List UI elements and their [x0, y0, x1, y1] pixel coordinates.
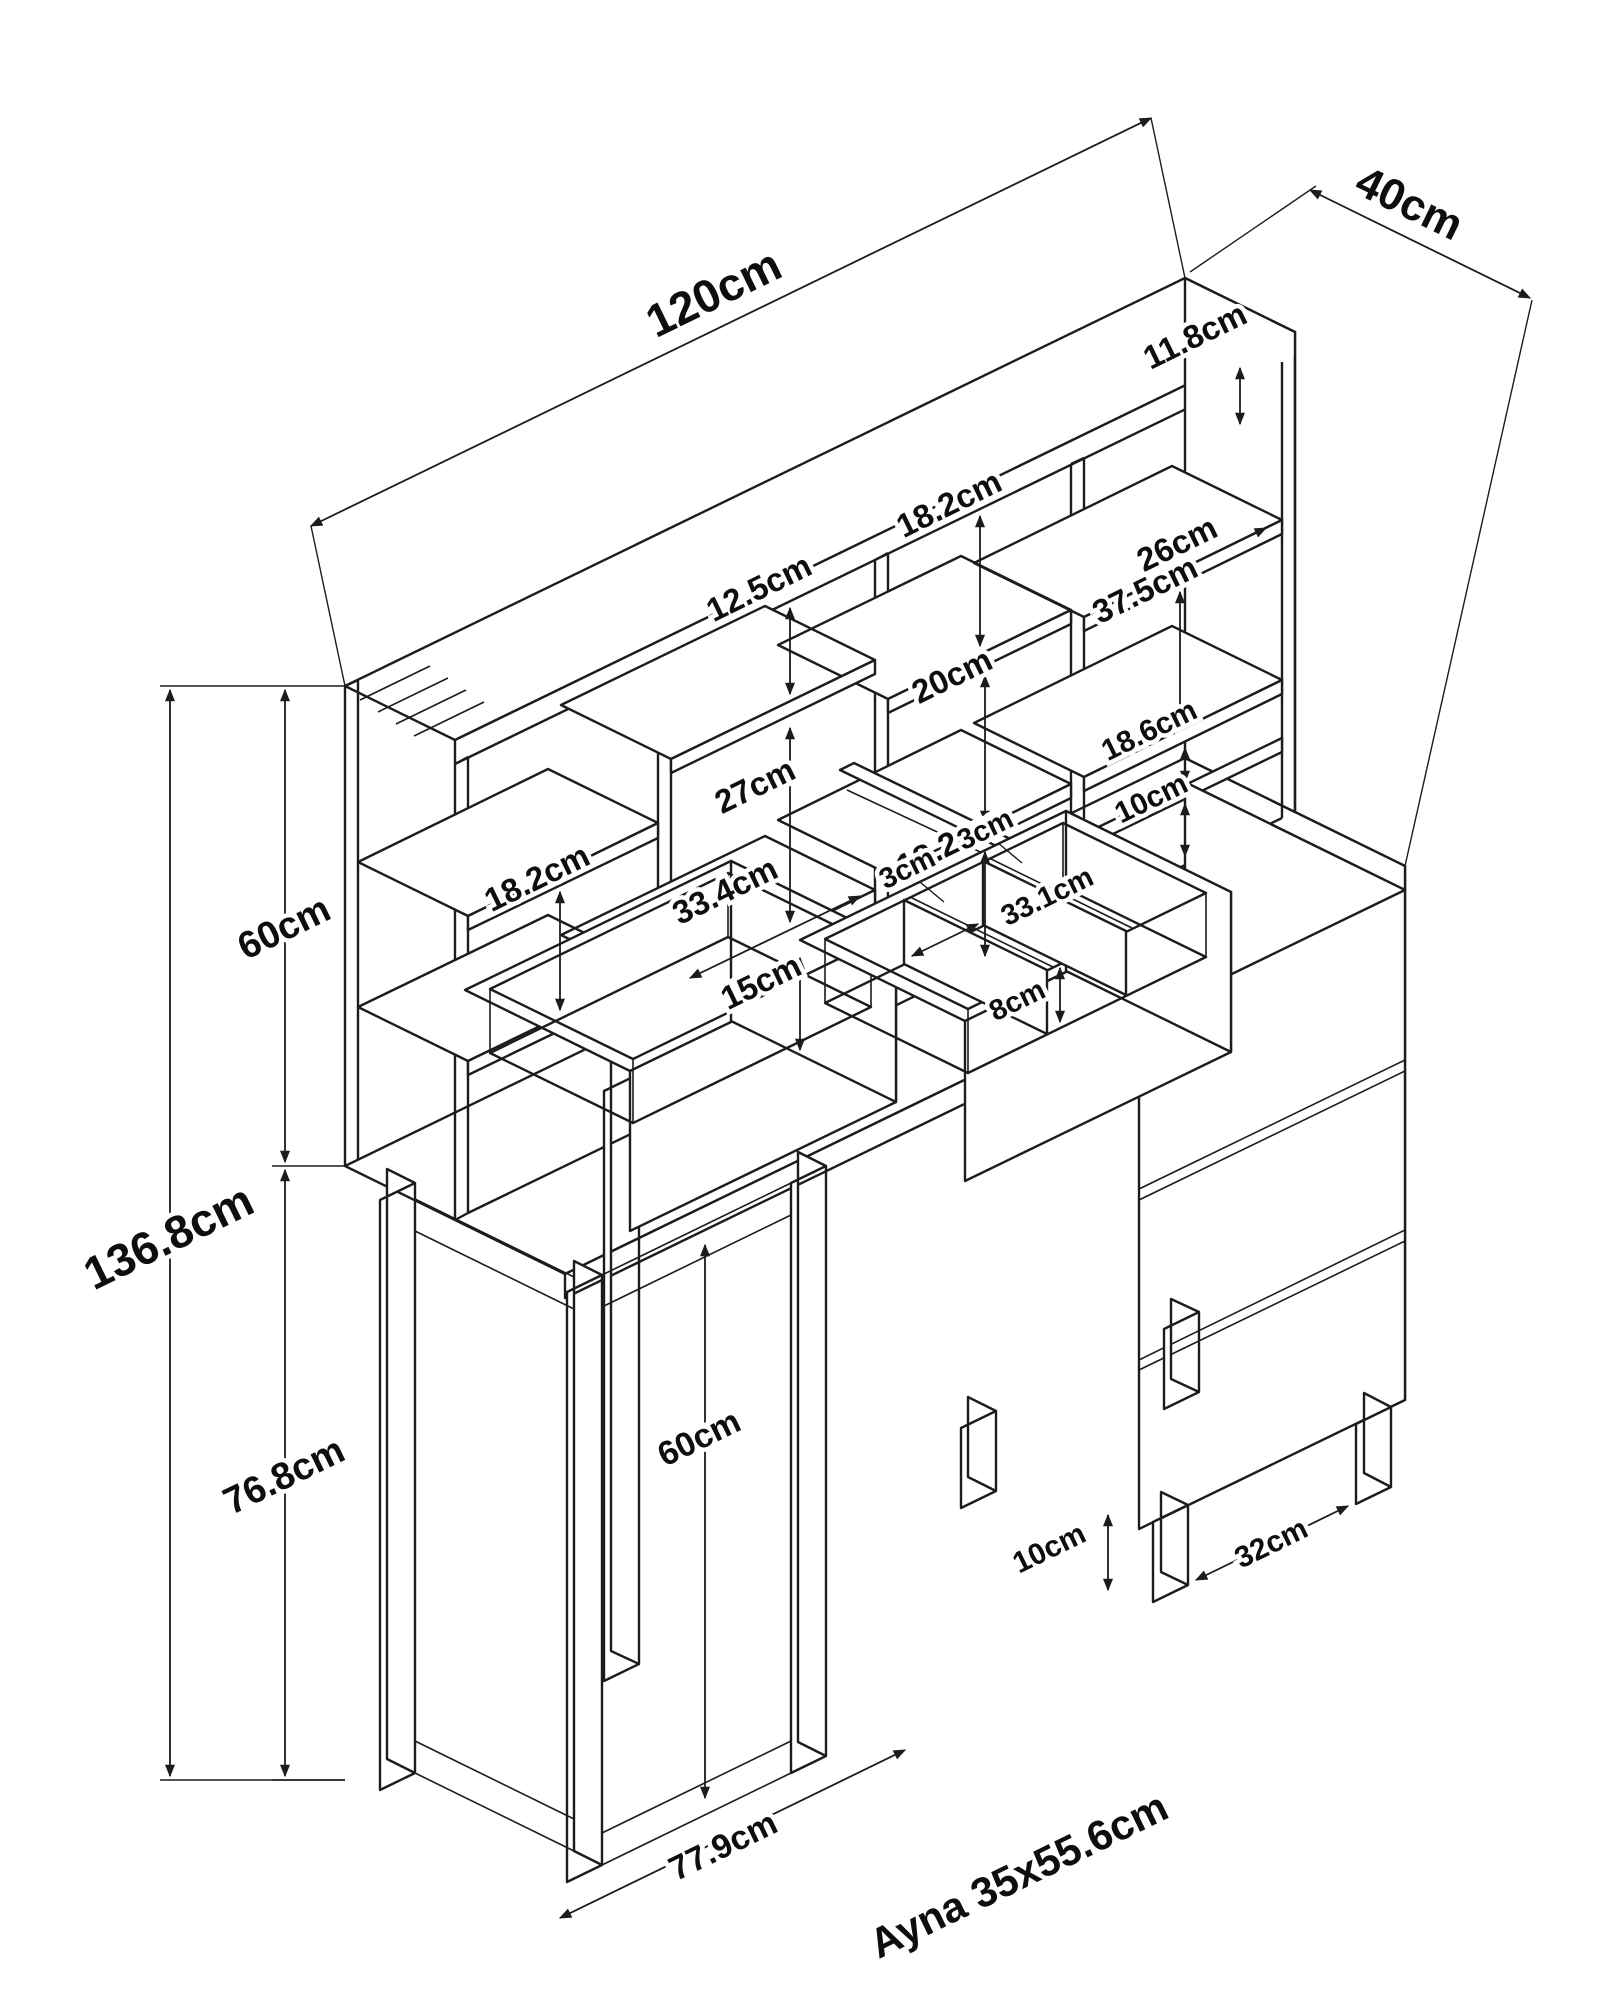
dim-line-col2-shelf-width — [688, 895, 862, 979]
dimension-leg-height: 10cm — [1003, 1512, 1113, 1592]
dim-line-leg-spacing — [1194, 1505, 1350, 1581]
dim-line-right-shelf-width — [1098, 527, 1268, 609]
dim-label-base-width: 77.9cm — [663, 1804, 783, 1889]
dim-line-drawer-compartment — [910, 923, 980, 957]
leader-drawer-divider-a — [919, 881, 945, 903]
dim-line-base-width — [558, 1749, 907, 1919]
pedestal-leg-back-right — [1162, 1297, 1201, 1411]
leg-back-left — [378, 1167, 417, 1792]
dimension-overall-height: 136.8cm — [71, 685, 345, 1781]
leg-front-left — [565, 1259, 604, 1884]
dim-label-col2-gap-mid: 27cm — [709, 750, 801, 820]
left-pedestal-frame — [378, 1059, 828, 1884]
dim-label-opening-height: 60cm — [652, 1402, 747, 1474]
dim-label-leg-spacing: 32cm — [1230, 1512, 1313, 1575]
leg-front-right — [789, 1150, 828, 1775]
hutch-shelf-top-faces — [356, 464, 1284, 1063]
mirror-note: Ayna 35x55.6cm — [857, 1778, 1179, 1972]
pedestal-leg-back-left — [959, 1395, 998, 1510]
dimension-base-width: 77.9cm — [558, 1749, 907, 1919]
mirror-note-label: Ayna 35x55.6cm — [862, 1783, 1175, 1968]
dim-label-overall-height: 136.8cm — [75, 1173, 261, 1299]
dim-line-overall-width — [309, 117, 1153, 527]
dimension-hutch-height: 60cm — [227, 688, 345, 1167]
leader-drawer-divider-b — [997, 842, 1023, 864]
ext-lines-overall-width — [310, 117, 1186, 687]
pedestal-leg-front-left — [1151, 1490, 1190, 1604]
hatch-marks — [359, 665, 485, 737]
dim-label-leg-height: 10cm — [1008, 1517, 1091, 1580]
pedestal-leg-front-right — [1354, 1391, 1393, 1506]
frame-side-rails — [414, 1198, 575, 1852]
dimension-desk-height: 76.8cm — [213, 1168, 356, 1781]
dim-label-overall-depth: 40cm — [1348, 157, 1471, 250]
dim-line-overall-depth — [1308, 189, 1532, 299]
right-box-divider-2-top — [988, 857, 1133, 929]
dimension-opening-height: 60cm — [647, 1243, 751, 1800]
hutch-back-panel-edges — [343, 678, 1283, 1215]
frame-front-rails — [601, 1182, 792, 1866]
dimension-leg-spacing: 32cm — [1194, 1505, 1350, 1581]
drawer-gap-lines — [1138, 1059, 1406, 1371]
ext-lines-overall-depth — [1189, 185, 1533, 867]
